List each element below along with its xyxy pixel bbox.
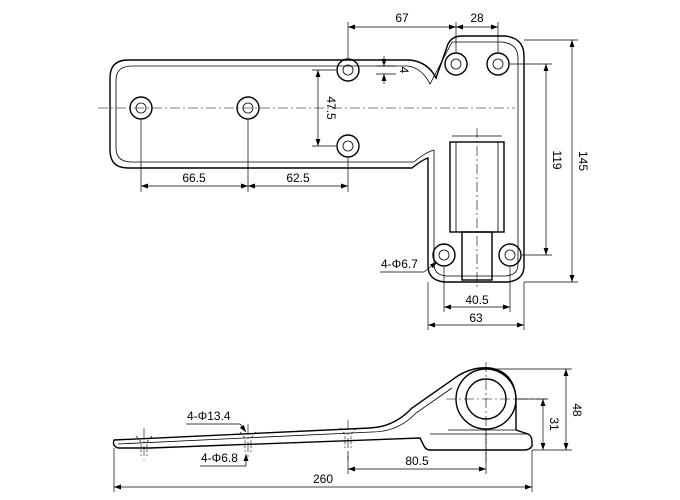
dimension-label: 67 [395, 11, 409, 25]
dimension-label: 80.5 [405, 454, 429, 468]
hinge-leaf-inner-outline [115, 41, 519, 277]
dimension-label: 4-Φ6.8 [201, 451, 238, 465]
mounting-hole [498, 243, 522, 267]
dimension-48: 48 [490, 368, 584, 451]
dimension-label: 63 [469, 311, 483, 325]
dimension-label: 4-Φ6.7 [381, 257, 418, 271]
dimension-119: 119 [510, 63, 564, 256]
hole-callout: 4-Φ6.8 [200, 451, 249, 467]
mounting-hole [336, 134, 360, 158]
dimension-40-5: 40.5 [443, 267, 511, 312]
dimension-145: 145 [524, 39, 590, 283]
dimension-label: 66.5 [182, 171, 206, 185]
top-view: 67 28 4 47.5 66.5 [98, 11, 590, 330]
countersunk-hole [339, 420, 357, 460]
side-view: 4-Φ13.4 4-Φ6.8 80.5 260 31 [112, 362, 584, 492]
dimension-67: 67 [347, 11, 457, 58]
mounting-hole [444, 52, 468, 76]
hinge-leaf-outline [109, 35, 525, 283]
dimension-label: 260 [313, 472, 333, 486]
dimension-66-5: 66.5 [140, 120, 249, 192]
dimension-label: 31 [547, 417, 561, 431]
cbore-callout: 4-Φ13.4 [186, 409, 247, 433]
dimension-label: 4 [397, 67, 411, 74]
dimension-label: 28 [470, 11, 484, 25]
dimension-4: 4 [376, 56, 411, 84]
dimension-label: 119 [550, 150, 564, 169]
hole-callout: 4-Φ6.7 [380, 257, 438, 273]
dimension-label: 4-Φ13.4 [187, 409, 231, 423]
mounting-hole [486, 52, 510, 76]
mounting-hole [336, 58, 360, 82]
plate-bend-inner [371, 387, 453, 433]
dimension-31: 31 [516, 398, 561, 451]
mounting-hole [129, 96, 153, 120]
dimension-label: 145 [576, 151, 590, 171]
mounting-hole [432, 243, 456, 267]
dimension-28: 28 [456, 11, 499, 52]
hinge-side-profile [112, 367, 533, 451]
dimension-80-5: 80.5 [347, 430, 487, 474]
countersunk-hole [135, 428, 153, 460]
dimension-label: 62.5 [286, 171, 310, 185]
dimension-label: 48 [570, 403, 584, 417]
dimension-47-5: 47.5 [312, 69, 338, 147]
dimension-260: 260 [113, 448, 533, 492]
countersunk-hole [239, 424, 257, 460]
dimension-label: 47.5 [324, 96, 338, 120]
mounting-hole [236, 96, 260, 120]
dimension-label: 40.5 [465, 293, 489, 307]
dimension-63: 63 [427, 282, 525, 330]
dimension-62-5: 62.5 [248, 158, 349, 192]
